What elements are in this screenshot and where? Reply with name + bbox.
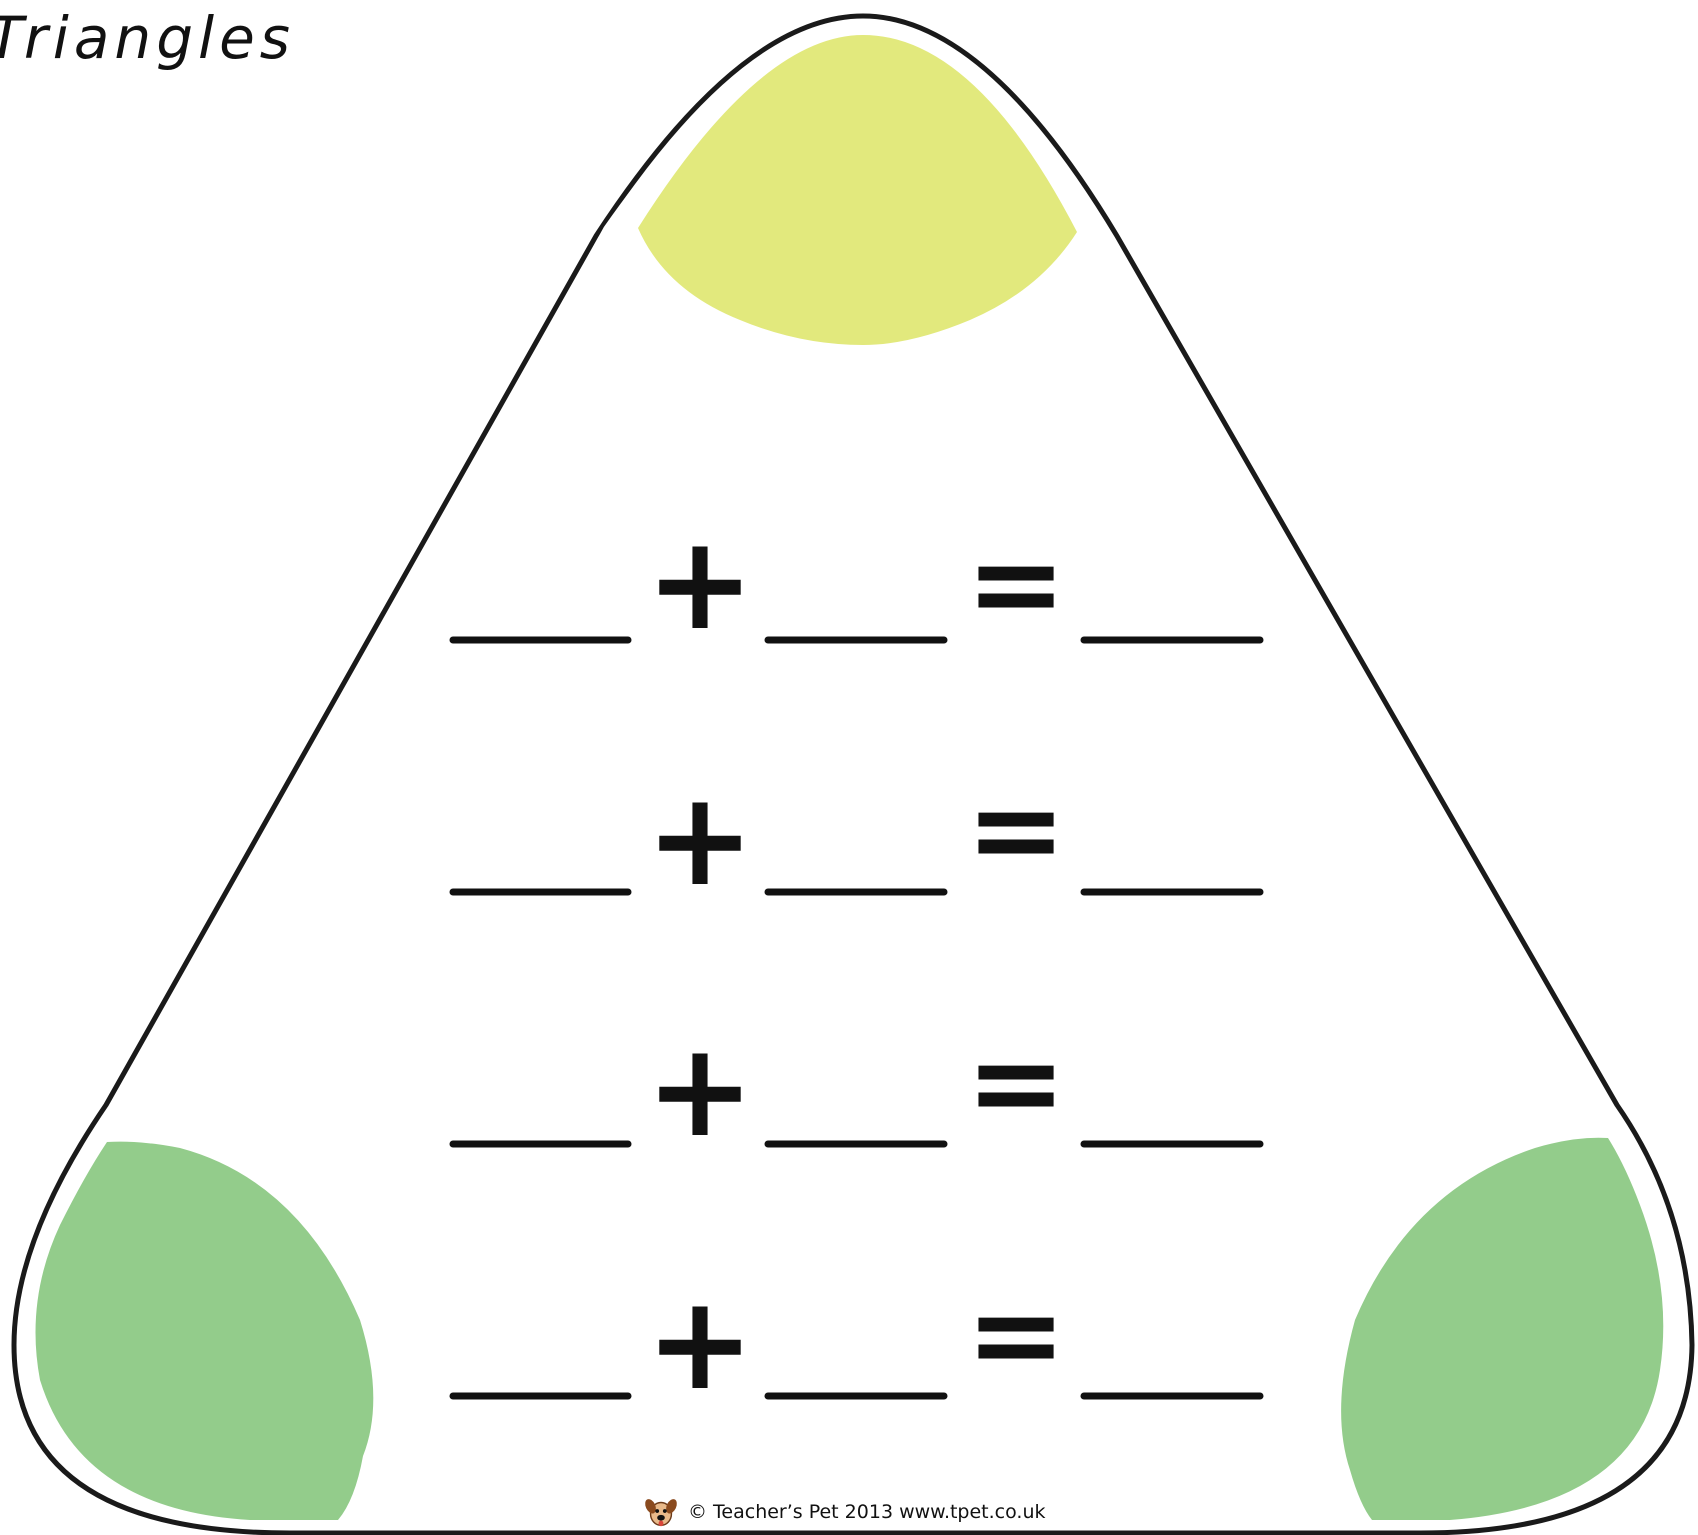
triangle-inner-line (24, 26, 1682, 1526)
footer: © Teacher’s Pet 2013 www.tpet.co.uk (642, 1493, 1046, 1531)
plus-sign: + (646, 763, 755, 915)
equation-row-4: + = (449, 1266, 1264, 1419)
page-title: Triangles (0, 4, 296, 72)
top-corner-fill (638, 35, 1077, 345)
bottom-right-corner-fill (1341, 1137, 1664, 1520)
plus-sign: + (646, 1267, 755, 1419)
equation-row-3: + = (449, 1014, 1264, 1166)
plus-sign: + (646, 507, 755, 659)
equation-row-2: + = (449, 761, 1264, 915)
copyright-text: © Teacher’s Pet 2013 www.tpet.co.uk (688, 1501, 1046, 1523)
equation-row-1: + = (449, 507, 1264, 659)
plus-sign: + (646, 1014, 755, 1166)
dog-logo-icon (645, 1499, 677, 1527)
equals-sign: = (966, 761, 1067, 900)
triangle-outline (11, 13, 1695, 1535)
equals-sign: = (966, 515, 1067, 654)
bottom-left-corner-fill (35, 1141, 374, 1520)
equals-sign: = (966, 1014, 1067, 1153)
equals-sign: = (966, 1266, 1067, 1405)
